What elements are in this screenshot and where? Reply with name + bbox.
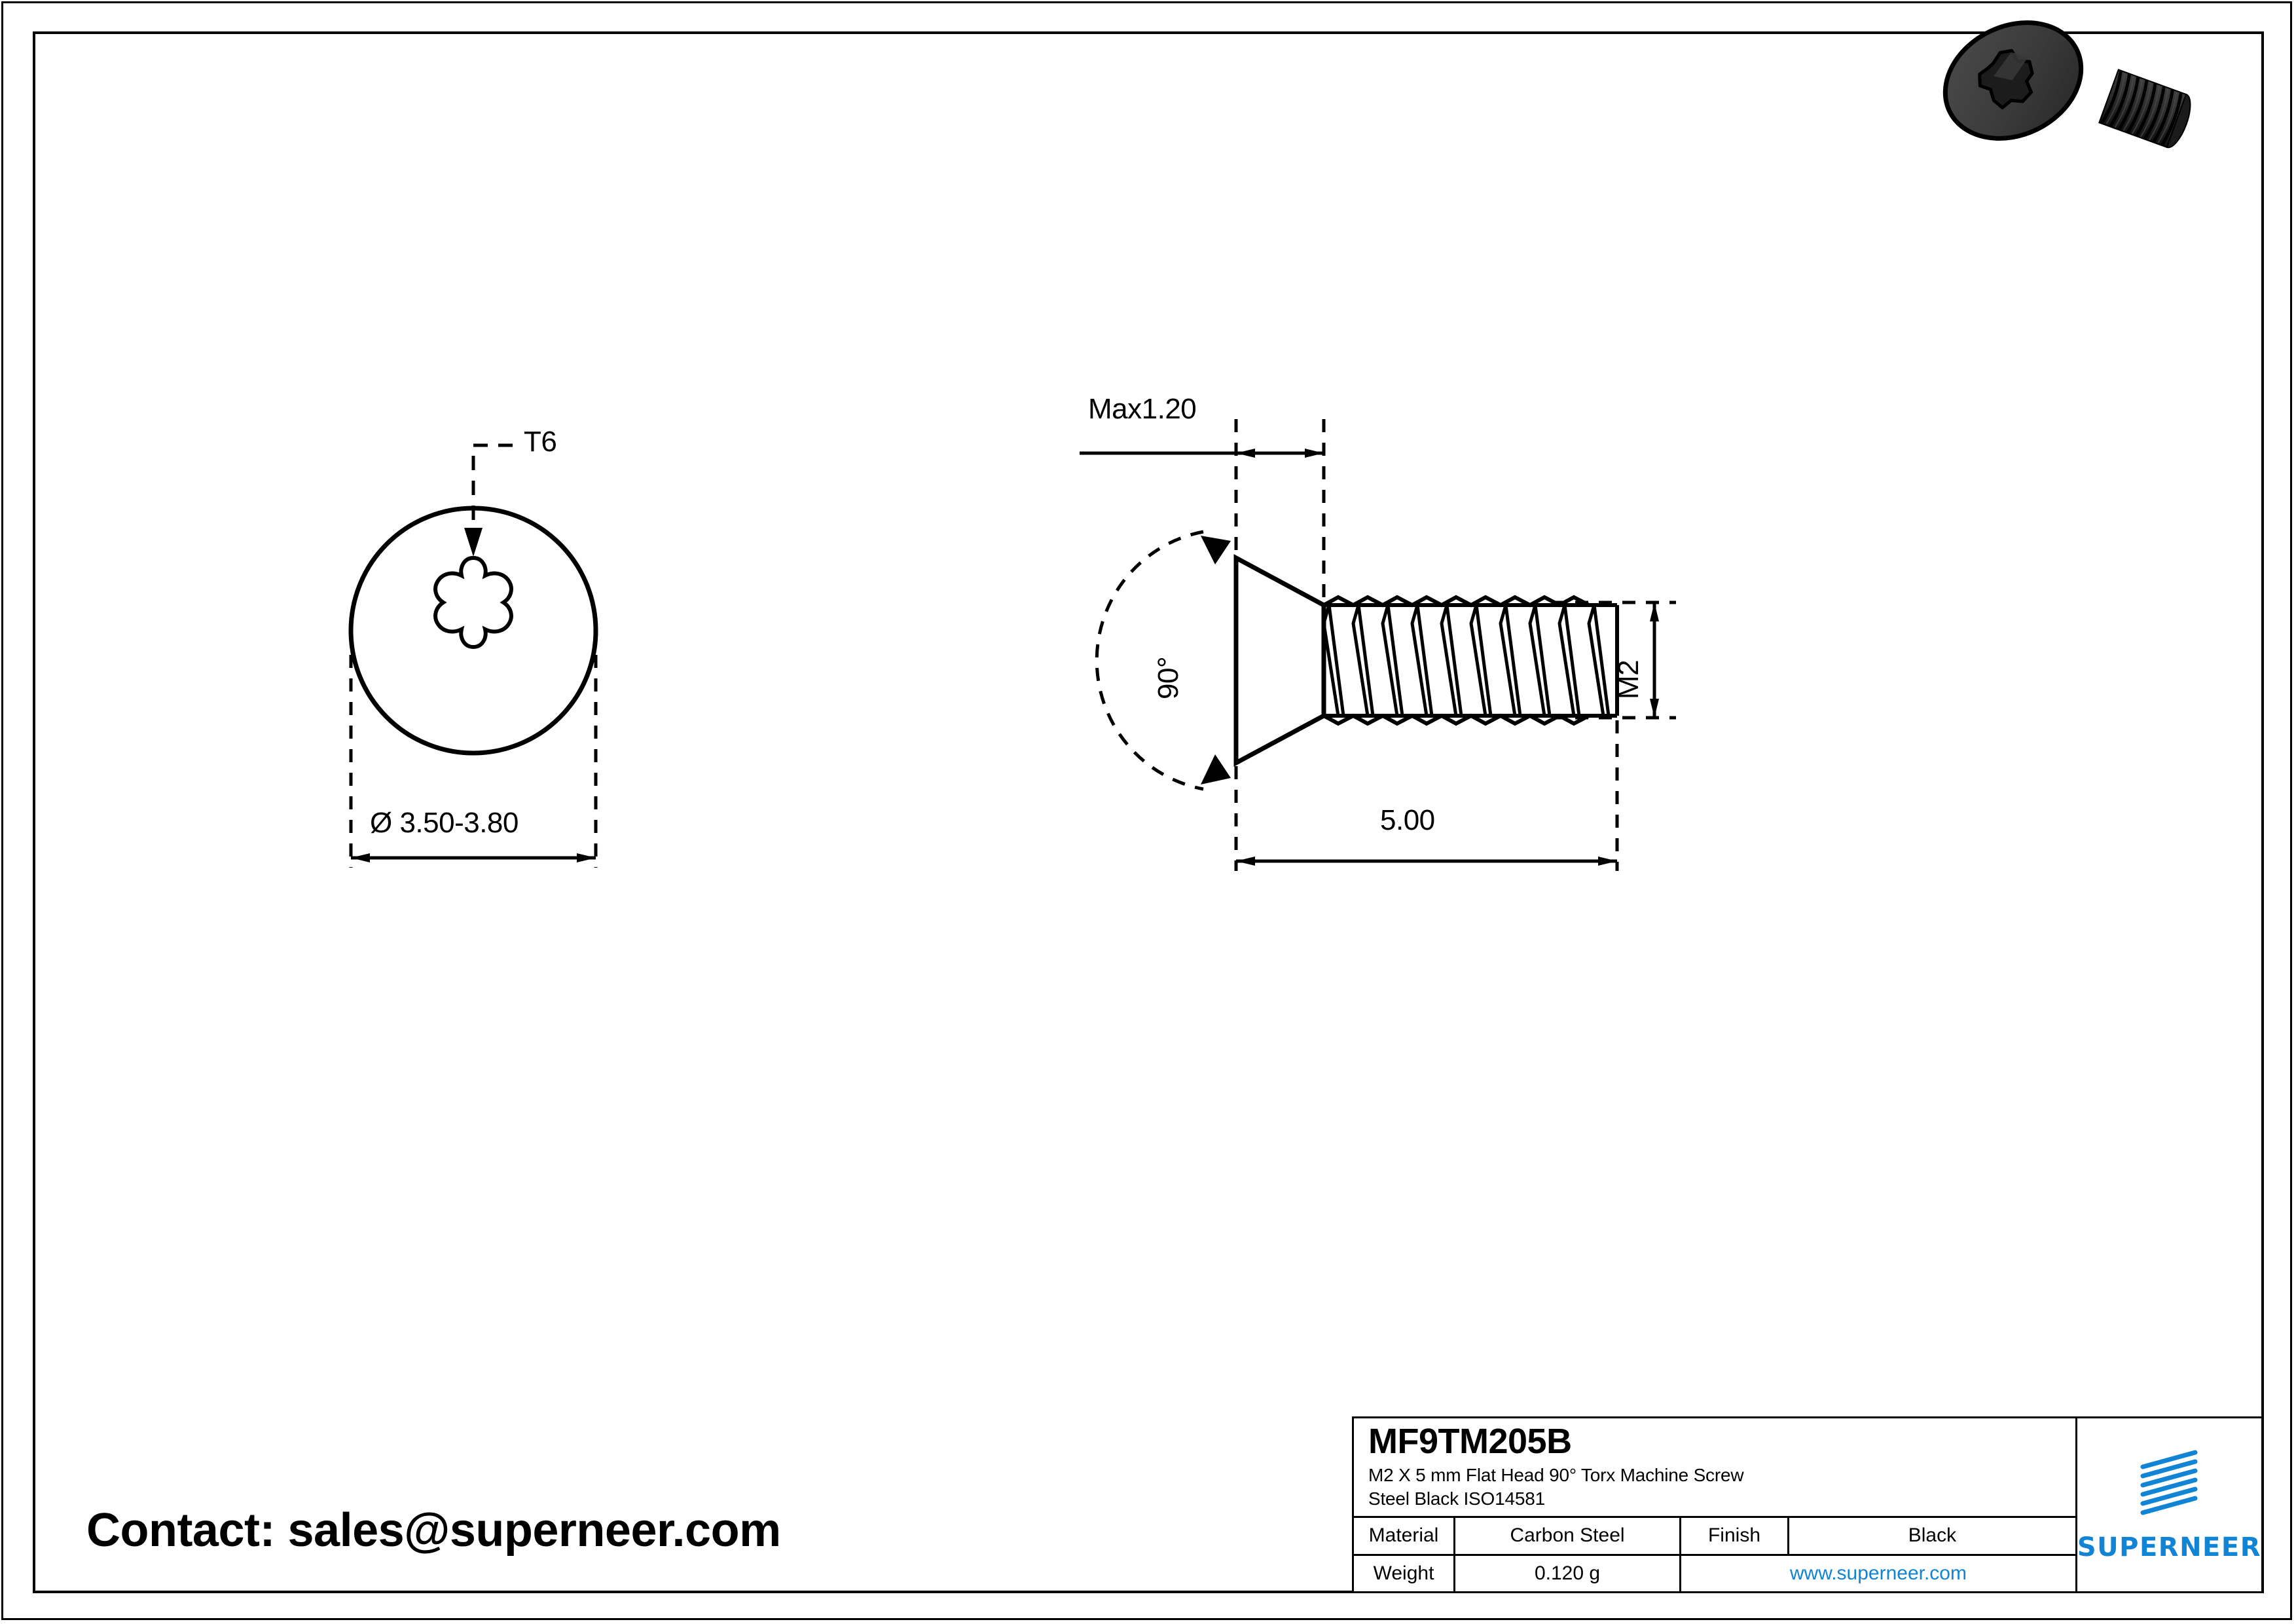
spec-row-weight: Weight 0.120 g www.superneer.com [1354,1555,2075,1592]
head-height-label: Max1.20 [1088,393,1197,425]
contact-text: Contact: sales@superneer.com [86,1504,781,1557]
brand-name: SUPERNEER [2077,1532,2261,1562]
part-number: MF9TM205B [1368,1422,1572,1461]
countersink-angle-label: 90° [1152,656,1184,699]
superneer-logo-icon [2140,1450,2198,1515]
website-link-cell[interactable]: www.superneer.com [1681,1556,2075,1592]
title-block-main: MF9TM205B M2 X 5 mm Flat Head 90° Torx M… [1354,1418,2077,1591]
brand-logo-cell: SUPERNEER [2077,1418,2261,1591]
weight-value: 0.120 g [1455,1555,1681,1591]
part-description-line-2: Steel Black ISO14581 [1368,1488,1545,1509]
material-value: Carbon Steel [1455,1518,1681,1554]
head-diameter-label: Ø 3.50-3.80 [370,807,519,839]
spec-table: Material Carbon Steel Finish Black Weigh… [1354,1518,2075,1591]
thread-size-label: M2 [1613,659,1645,699]
title-block: MF9TM205B M2 X 5 mm Flat Head 90° Torx M… [1352,1416,2263,1593]
finish-label: Finish [1681,1518,1789,1554]
spec-row-material: Material Carbon Steel Finish Black [1354,1518,2075,1556]
part-description-line-1: M2 X 5 mm Flat Head 90° Torx Machine Scr… [1368,1465,1744,1486]
t6-drive-label: T6 [524,426,557,458]
sheet-inner-border [33,31,2264,1593]
material-label: Material [1354,1518,1455,1554]
website-url[interactable]: www.superneer.com [1789,1562,1967,1584]
screw-length-label: 5.00 [1380,804,1435,836]
part-info-cell: MF9TM205B M2 X 5 mm Flat Head 90° Torx M… [1354,1418,2075,1518]
finish-value: Black [1908,1524,1957,1547]
weight-label: Weight [1354,1555,1455,1591]
